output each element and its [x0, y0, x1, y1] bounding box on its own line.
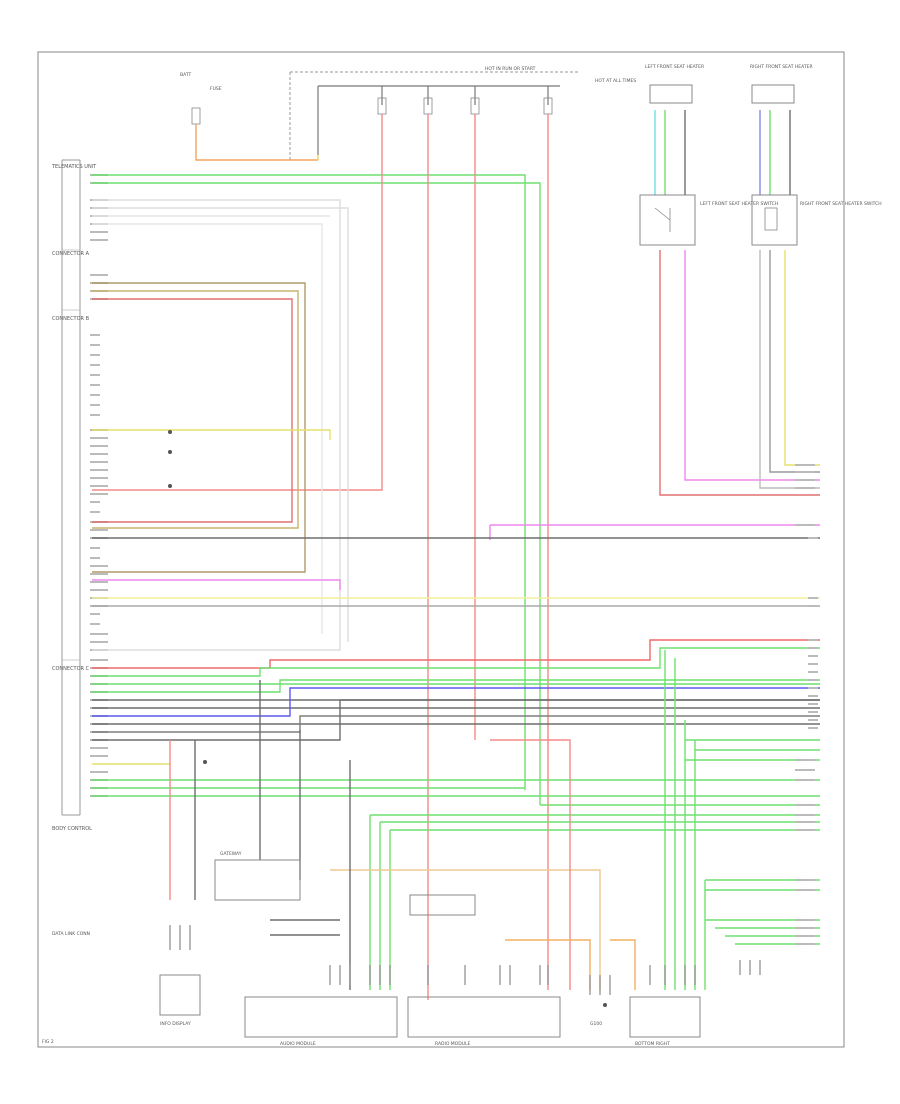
left-seat-heater-label: LEFT FRONT SEAT HEATER [645, 64, 704, 70]
radio-module-label: RADIO MODULE [435, 1041, 470, 1047]
sub-label-1: DATA LINK CONN [52, 931, 90, 937]
audio-module-label: AUDIO MODULE [280, 1041, 316, 1047]
diagram-border [37, 51, 845, 1048]
telematics-label: TELEMATICS UNIT [51, 164, 97, 170]
right-seat-switch-label: RIGHT FRONT SEAT HEATER SWITCH [800, 201, 882, 207]
ground-label: G100 [590, 1021, 602, 1027]
fuses [191, 97, 553, 125]
display-module-label: INFO DISPLAY [160, 1021, 191, 1027]
footer-code: FIG 2 [42, 1039, 54, 1045]
fuse-label: FUSE [210, 86, 222, 92]
module-right-label: BOTTOM RIGHT [635, 1041, 670, 1047]
main-module-connector [61, 159, 81, 816]
main-module-label: BODY CONTROL [52, 826, 92, 832]
switch-symbols [654, 207, 778, 232]
pin-labels [90, 174, 108, 797]
connector-b-label: CONNECTOR B [52, 316, 90, 322]
gateway-label: GATEWAY [220, 851, 242, 857]
left-seat-switch-label: LEFT FRONT SEAT HEATER SWITCH [700, 201, 778, 207]
hot-at-all-times-label: HOT AT ALL TIMES [595, 78, 636, 84]
components [159, 84, 798, 1038]
right-seat-heater-label: RIGHT FRONT SEAT HEATER [750, 64, 813, 70]
right-wire-tags [795, 464, 818, 945]
top-power-bus [289, 71, 580, 160]
splice-dots [168, 430, 607, 1007]
pin-markers [169, 925, 761, 995]
connector-a-label: CONNECTOR A [52, 251, 90, 257]
hot-run-label: HOT IN RUN OR START [485, 66, 536, 72]
connector-c-label: CONNECTOR C [52, 666, 90, 672]
wire-runs [92, 110, 820, 1000]
battery-fuse-label: BATT [180, 72, 191, 78]
